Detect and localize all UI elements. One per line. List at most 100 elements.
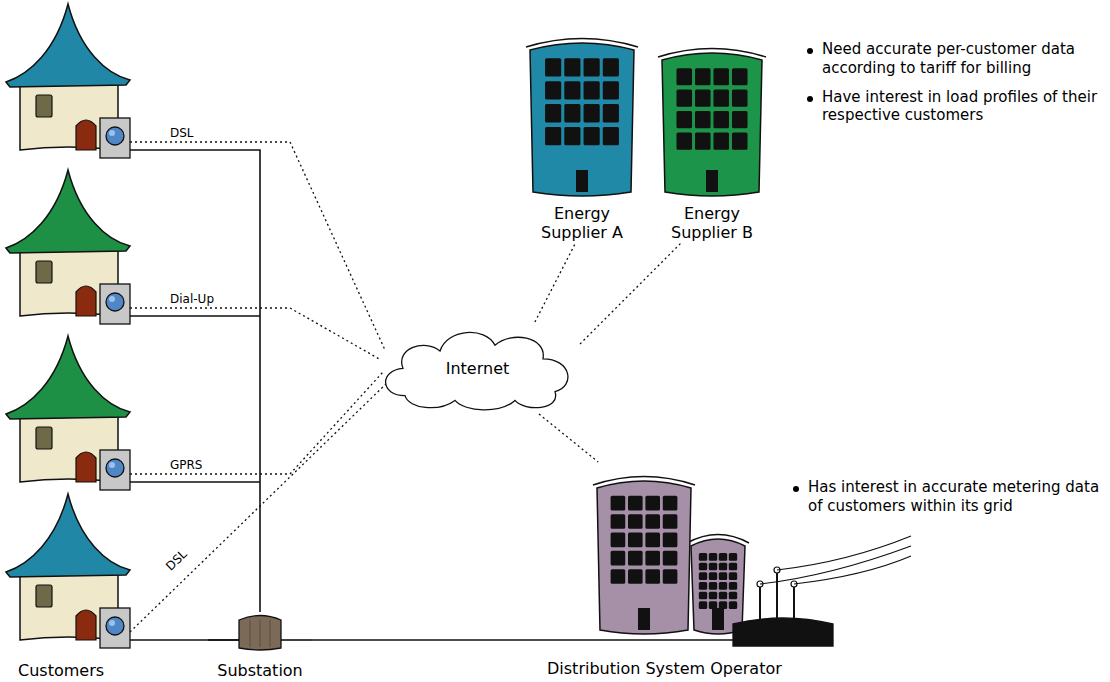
- door: [712, 608, 724, 630]
- data-link: [130, 308, 381, 360]
- window: [709, 563, 717, 571]
- window: [719, 601, 727, 609]
- note-text: Need accurate per-customer data accordin…: [822, 40, 1104, 78]
- window: [732, 133, 748, 150]
- power-line: [312, 639, 545, 641]
- window: [611, 532, 626, 547]
- window: [628, 496, 643, 511]
- window: [713, 68, 729, 85]
- window: [695, 68, 711, 85]
- window: [699, 582, 707, 590]
- link-label: DSL: [162, 546, 192, 576]
- window: [699, 572, 707, 580]
- window: [584, 127, 600, 145]
- window: [545, 127, 561, 145]
- window: [628, 551, 643, 566]
- internet-cloud: Internet: [375, 322, 580, 414]
- node-label: Internet: [375, 359, 580, 378]
- window: [663, 496, 678, 511]
- window: [603, 81, 619, 99]
- window: [729, 553, 737, 561]
- node-shape: [652, 40, 772, 202]
- window: [645, 532, 660, 547]
- node-label: Energy Supplier B: [652, 204, 772, 242]
- supplier-building: Energy Supplier B: [652, 40, 772, 242]
- note-text: Have interest in load profiles of their …: [822, 88, 1104, 126]
- window: [709, 582, 717, 590]
- window: [645, 496, 660, 511]
- window: [709, 553, 717, 561]
- window: [663, 569, 678, 584]
- window: [713, 111, 729, 128]
- window: [545, 58, 561, 76]
- window: [719, 582, 727, 590]
- substation: Substation: [208, 612, 312, 680]
- window: [645, 514, 660, 529]
- window: [729, 572, 737, 580]
- window: [584, 104, 600, 122]
- building-body: [530, 43, 634, 196]
- data-links: [130, 142, 388, 632]
- window: [713, 133, 729, 150]
- building: [687, 535, 749, 635]
- window: [611, 496, 626, 511]
- data-link: [539, 414, 598, 462]
- window: [584, 81, 600, 99]
- power-line: [545, 639, 735, 641]
- window: [732, 68, 748, 85]
- building-roof-line: [687, 535, 749, 544]
- node-label: Distribution System Operator: [545, 659, 925, 678]
- building-body: [691, 539, 745, 634]
- building-body: [597, 481, 691, 634]
- window: [732, 90, 748, 107]
- house: [6, 494, 130, 648]
- window: [645, 569, 660, 584]
- power-wire: [130, 639, 239, 641]
- insulator-post: [776, 570, 778, 620]
- node-label: Substation: [208, 661, 312, 680]
- link-label: Dial-Up: [170, 292, 214, 307]
- power-wire: [130, 481, 260, 483]
- house: [6, 336, 130, 490]
- window: [729, 601, 737, 609]
- power-wire: [130, 315, 260, 317]
- window: [699, 601, 707, 609]
- window: [564, 81, 580, 99]
- window: [663, 532, 678, 547]
- overhead-line: [760, 546, 911, 584]
- window: [545, 104, 561, 122]
- window: [729, 592, 737, 600]
- building: [526, 39, 638, 197]
- power-wire: [130, 150, 260, 612]
- building-roof-line: [526, 39, 638, 48]
- node-label: Energy Supplier A: [522, 204, 642, 242]
- data-link: [130, 142, 385, 350]
- window: [603, 127, 619, 145]
- window: [628, 514, 643, 529]
- housing-rib: [260, 620, 261, 647]
- window: [709, 601, 717, 609]
- node-shape: [522, 30, 642, 202]
- housing-rib: [250, 620, 251, 647]
- building-roof-line: [593, 477, 695, 486]
- group-label: Customers: [18, 661, 104, 681]
- door: [638, 608, 650, 630]
- housing-rib: [270, 620, 271, 647]
- window: [628, 569, 643, 584]
- window: [645, 551, 660, 566]
- window: [564, 127, 580, 145]
- window: [611, 569, 626, 584]
- window: [695, 133, 711, 150]
- building-roof-line: [658, 49, 766, 58]
- window: [663, 551, 678, 566]
- window: [709, 592, 717, 600]
- window: [719, 592, 727, 600]
- window: [732, 111, 748, 128]
- data-link: [130, 372, 383, 474]
- customer-houses: [6, 4, 130, 648]
- window: [676, 111, 692, 128]
- overhead-line: [794, 556, 911, 584]
- window: [719, 563, 727, 571]
- insulator-post: [759, 584, 761, 620]
